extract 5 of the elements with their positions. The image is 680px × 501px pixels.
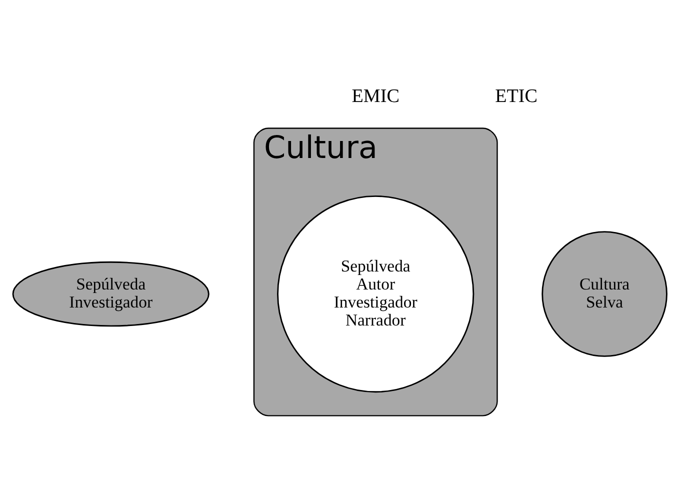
node-circle: Sepúlveda Autor Investigador Narrador: [277, 195, 474, 393]
label: EMIC: [352, 86, 400, 107]
node-circle: Cultura Selva: [542, 231, 668, 357]
node-ellipse: Sepúlveda Investigador: [12, 261, 210, 327]
label: ETIC: [495, 86, 538, 107]
